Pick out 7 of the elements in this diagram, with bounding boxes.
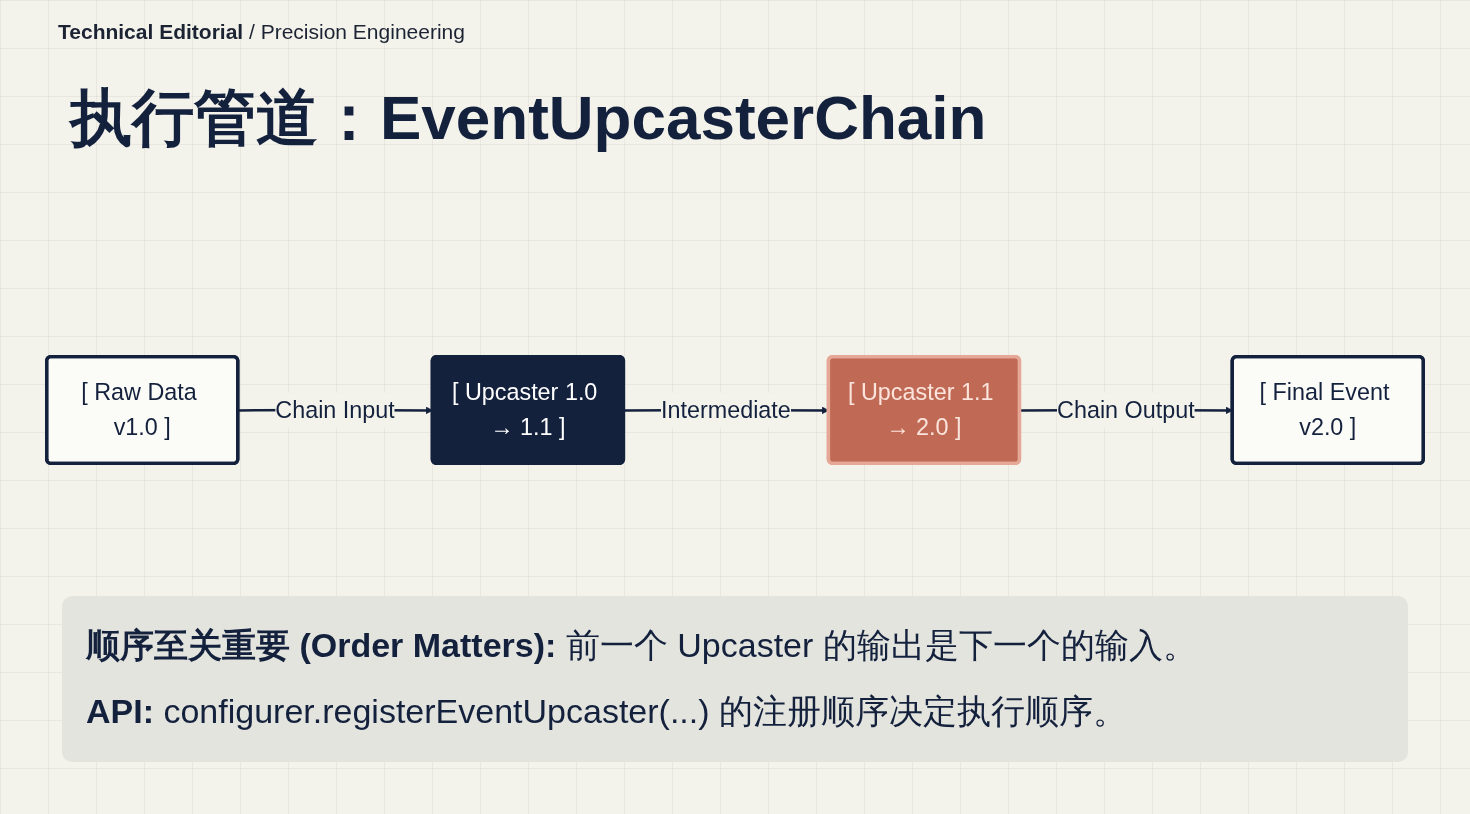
note-text: 顺序至关重要 (Order Matters): 前一个 Upcaster 的输出是下一个的输入。: [86, 625, 1198, 666]
note-text: API: configurer.registerEventUpcaster(...) 的注册顺序决定执行顺序。: [86, 691, 1128, 732]
edge-label: Intermediate: [660, 396, 791, 423]
edge-label: Chain Input: [275, 396, 395, 423]
header-text: Technical Editorial / Precision Engineering: [58, 20, 465, 44]
edge-label: Chain Output: [1057, 396, 1195, 423]
title: 执行管道：EventUpcasterChain: [70, 82, 987, 154]
